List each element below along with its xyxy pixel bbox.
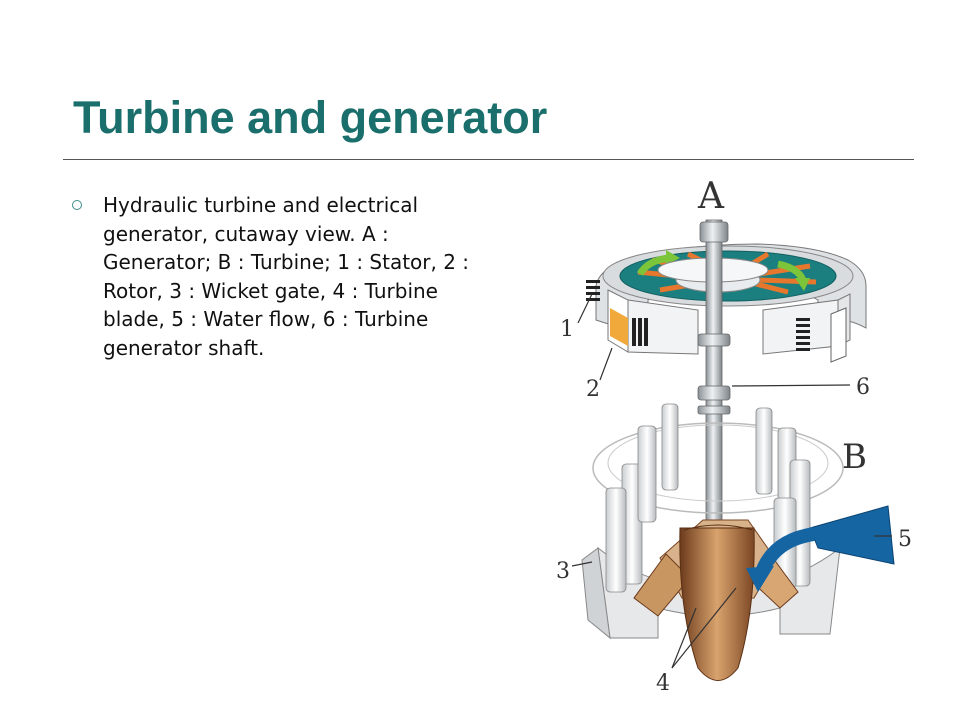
label-turbine-blade: 4 [656, 671, 670, 696]
label-water-flow: 5 [898, 527, 912, 552]
label-turbine: B [842, 437, 867, 477]
turbine-generator-shaft [697, 219, 731, 581]
generator [586, 243, 867, 363]
label-generator: A [697, 176, 725, 217]
label-rotor: 2 [586, 377, 600, 402]
slide-title: Turbine and generator [73, 92, 548, 143]
water-flow-arrow [746, 505, 895, 592]
bullet-item: Hydraulic turbine and electrical generat… [72, 191, 502, 362]
turbine [581, 403, 844, 681]
label-stator: 1 [560, 317, 574, 342]
title-divider [63, 159, 914, 160]
bullet-text: Hydraulic turbine and electrical generat… [103, 193, 470, 360]
turbine-generator-cutaway-illustration: A B 1 2 3 4 5 6 [556, 176, 912, 696]
label-shaft: 6 [856, 375, 870, 400]
bullet-list: Hydraulic turbine and electrical generat… [72, 191, 502, 362]
hollow-circle-bullet-icon [72, 200, 82, 210]
label-wicket-gate: 3 [556, 559, 570, 584]
leader-lines [571, 293, 892, 669]
